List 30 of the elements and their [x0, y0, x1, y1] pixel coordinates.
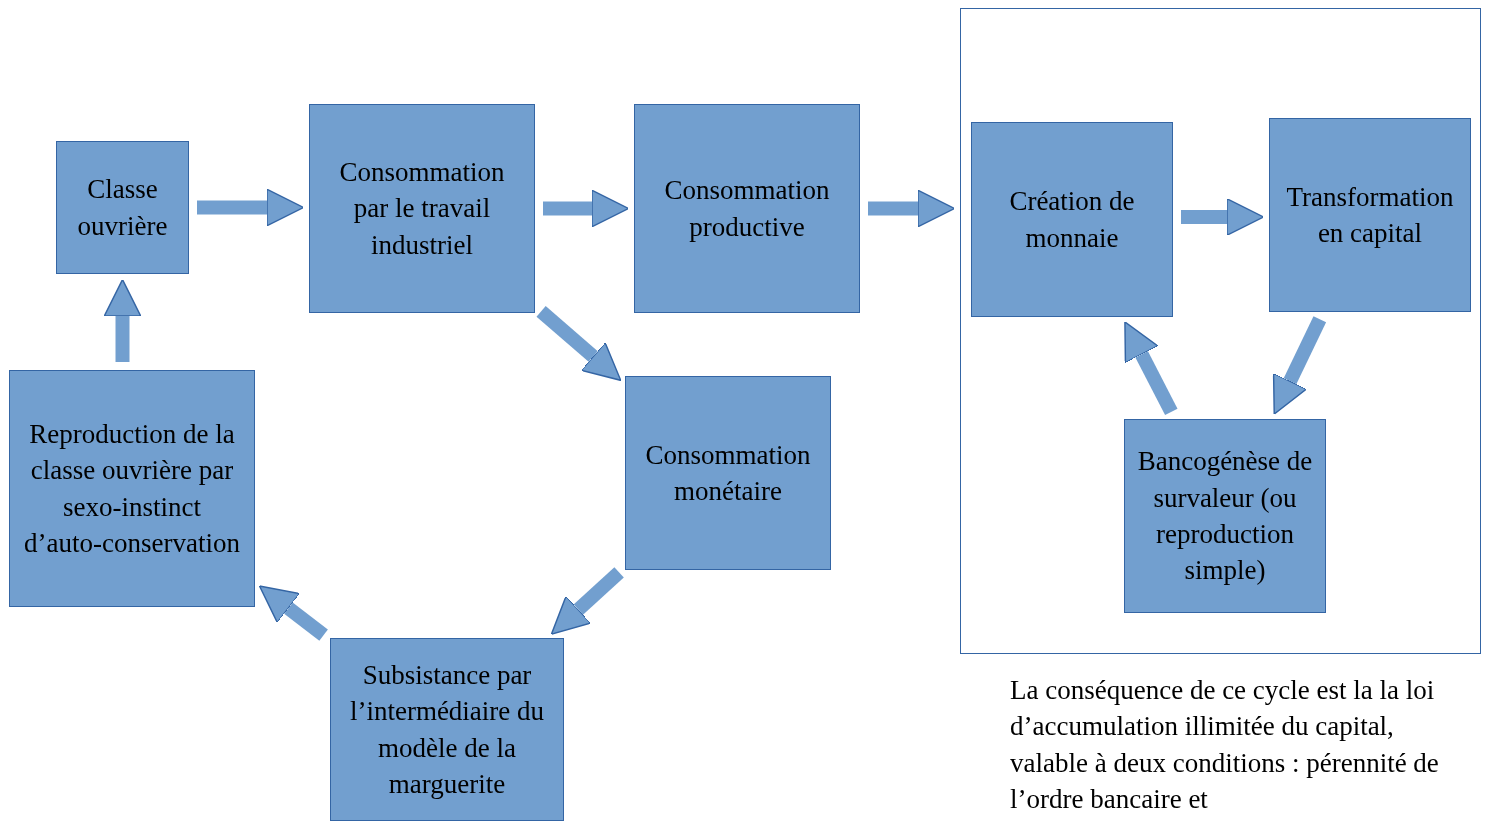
box-text: Transformation en capital [1285, 180, 1455, 250]
process-box [625, 376, 831, 570]
box-text: Consommation par le travail industriel [338, 155, 506, 262]
block-arrow [103, 278, 142, 362]
process-box [1269, 118, 1471, 312]
block-arrow [543, 189, 630, 228]
process-box [971, 122, 1173, 317]
box-text: Bancogénèse de survaleur (ou reproduction simple) [1136, 445, 1314, 588]
process-box [309, 104, 535, 313]
box-text: Création de monnaie [1008, 185, 1136, 255]
box-text: Consommation productive [663, 174, 831, 244]
frame-box [960, 8, 1481, 654]
box-text: Reproduction de la classe ouvrière par sexo-instinct d’auto-conservation [23, 417, 241, 560]
process-box [1124, 419, 1326, 613]
block-arrow [550, 567, 624, 635]
box-text: Consommation monétaire [644, 438, 812, 508]
box-text: Subsistance par l’intermédiaire du modèle de la marguerite [348, 658, 546, 801]
process-box [9, 370, 255, 607]
block-arrow [258, 585, 328, 641]
process-box [634, 104, 860, 313]
block-arrow [197, 188, 305, 227]
note-text: La conséquence de ce cycle est la la loi d’accumulation illimitée du capital, valable à deux conditions : pérennité de l’ordre bancaire et [1010, 674, 1440, 817]
block-arrow [536, 306, 622, 382]
block-arrow [1272, 316, 1327, 415]
process-box [56, 141, 189, 274]
block-arrow [1124, 321, 1178, 416]
block-arrow [1181, 198, 1265, 236]
block-arrow [868, 189, 956, 228]
box-text: Classe ouvrière [76, 173, 169, 243]
process-box [330, 638, 564, 821]
